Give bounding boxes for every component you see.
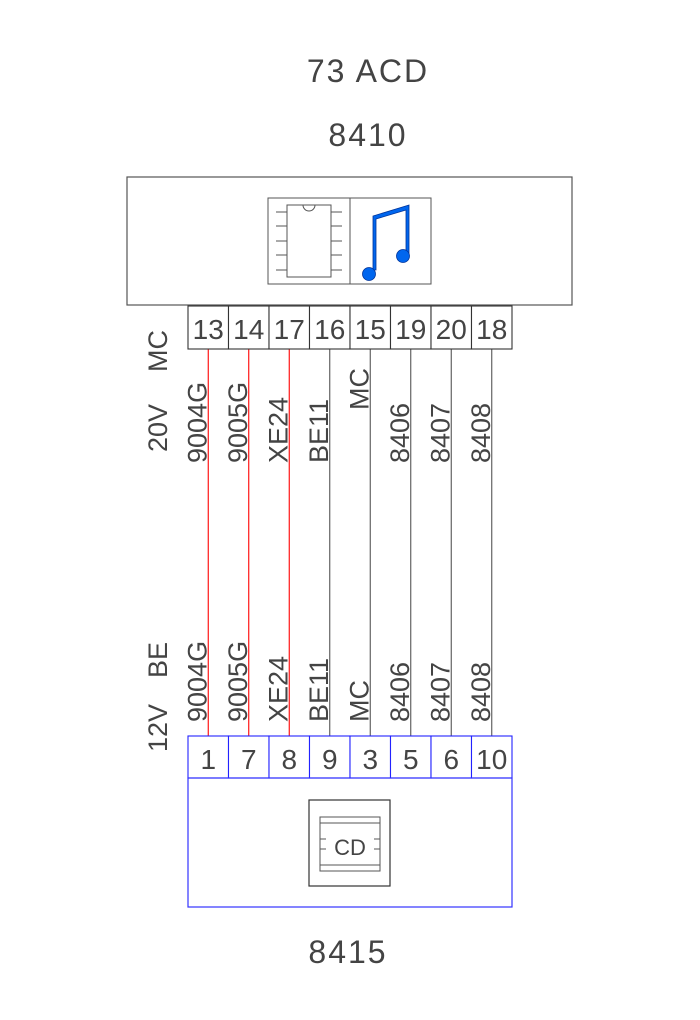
- top-pin-number: 13: [193, 314, 224, 345]
- bottom-pin-cell: [227, 735, 270, 779]
- bottom-wire-label: 8406: [385, 662, 415, 722]
- bottom-component-id: 8415: [308, 934, 387, 970]
- bottom-pin-number: 7: [241, 744, 257, 775]
- bottom-pin-number: 3: [362, 744, 378, 775]
- bottom-wire-label: 9004G: [182, 641, 212, 722]
- top-wire-label: BE11: [304, 399, 334, 463]
- top-connector: 13 14 17 16 15 19 20 18: [187, 305, 513, 350]
- bottom-side-label: BE: [143, 642, 173, 678]
- diagram-title: 73 ACD: [307, 53, 429, 89]
- top-side-label: MC: [143, 330, 173, 372]
- top-pin-cell: [227, 305, 270, 350]
- bottom-wire-label: BE11: [304, 658, 334, 722]
- bottom-component-box: [187, 777, 513, 908]
- cd-label: CD: [334, 835, 366, 860]
- top-pin-cell: [187, 305, 230, 350]
- top-pin-number: 19: [395, 314, 426, 345]
- top-pin-cell: [470, 305, 513, 350]
- top-pin-number: 14: [233, 314, 264, 345]
- top-wire-label: 9004G: [182, 382, 212, 463]
- top-wire-label: MC: [344, 368, 374, 410]
- top-pin-cell: [349, 305, 392, 350]
- top-pin-number: 20: [436, 314, 467, 345]
- music-note-icon: [349, 197, 432, 285]
- bottom-pin-number: 5: [403, 744, 419, 775]
- bottom-pin-number: 9: [322, 744, 338, 775]
- bottom-wire-label: XE24: [263, 656, 293, 722]
- bottom-pin-cell: [187, 735, 230, 779]
- top-pin-cell: [308, 305, 351, 350]
- top-pin-cell: [430, 305, 473, 350]
- top-pin-number: 17: [274, 314, 305, 345]
- bottom-wire-label: 9005G: [223, 641, 253, 722]
- bottom-pin-number: 10: [476, 744, 507, 775]
- top-pin-number: 18: [476, 314, 507, 345]
- bottom-pin-cell: [470, 735, 513, 779]
- top-pin-cell: [268, 305, 311, 350]
- top-pin-number: 15: [355, 314, 386, 345]
- cd-player-icon: CD: [308, 799, 391, 887]
- bottom-pin-number: 1: [200, 744, 216, 775]
- top-component-id: 8410: [328, 117, 407, 153]
- bottom-pin-number: 6: [443, 744, 459, 775]
- bottom-wire-label: 8408: [466, 662, 496, 722]
- top-wire-label: 8407: [425, 403, 455, 463]
- top-pin-number: 16: [314, 314, 345, 345]
- top-wire-label: 8406: [385, 403, 415, 463]
- top-component-box: [126, 176, 573, 306]
- top-pin-cell: [389, 305, 432, 350]
- bottom-pin-number: 8: [281, 744, 297, 775]
- top-voltage-label: 20V: [143, 404, 173, 452]
- bottom-voltage-label: 12V: [143, 704, 173, 752]
- bottom-wire-label: 8407: [425, 662, 455, 722]
- bottom-wire-label: MC: [344, 680, 374, 722]
- top-wire-label: 8408: [466, 403, 496, 463]
- chip-icon: [267, 197, 351, 285]
- top-wire-label: 9005G: [223, 382, 253, 463]
- top-wire-label: XE24: [263, 397, 293, 463]
